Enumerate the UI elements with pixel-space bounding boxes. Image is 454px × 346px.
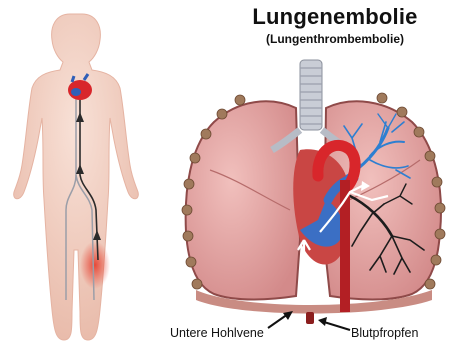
label-pointer-clot xyxy=(318,317,350,330)
clot-icon xyxy=(306,312,314,324)
leg-inflammation xyxy=(80,241,110,289)
label-pointer-vena xyxy=(268,311,293,328)
label-vena-cava: Untere Hohlvene xyxy=(170,326,264,340)
body-figure xyxy=(14,14,139,340)
label-clot: Blutpfropfen xyxy=(351,326,418,340)
